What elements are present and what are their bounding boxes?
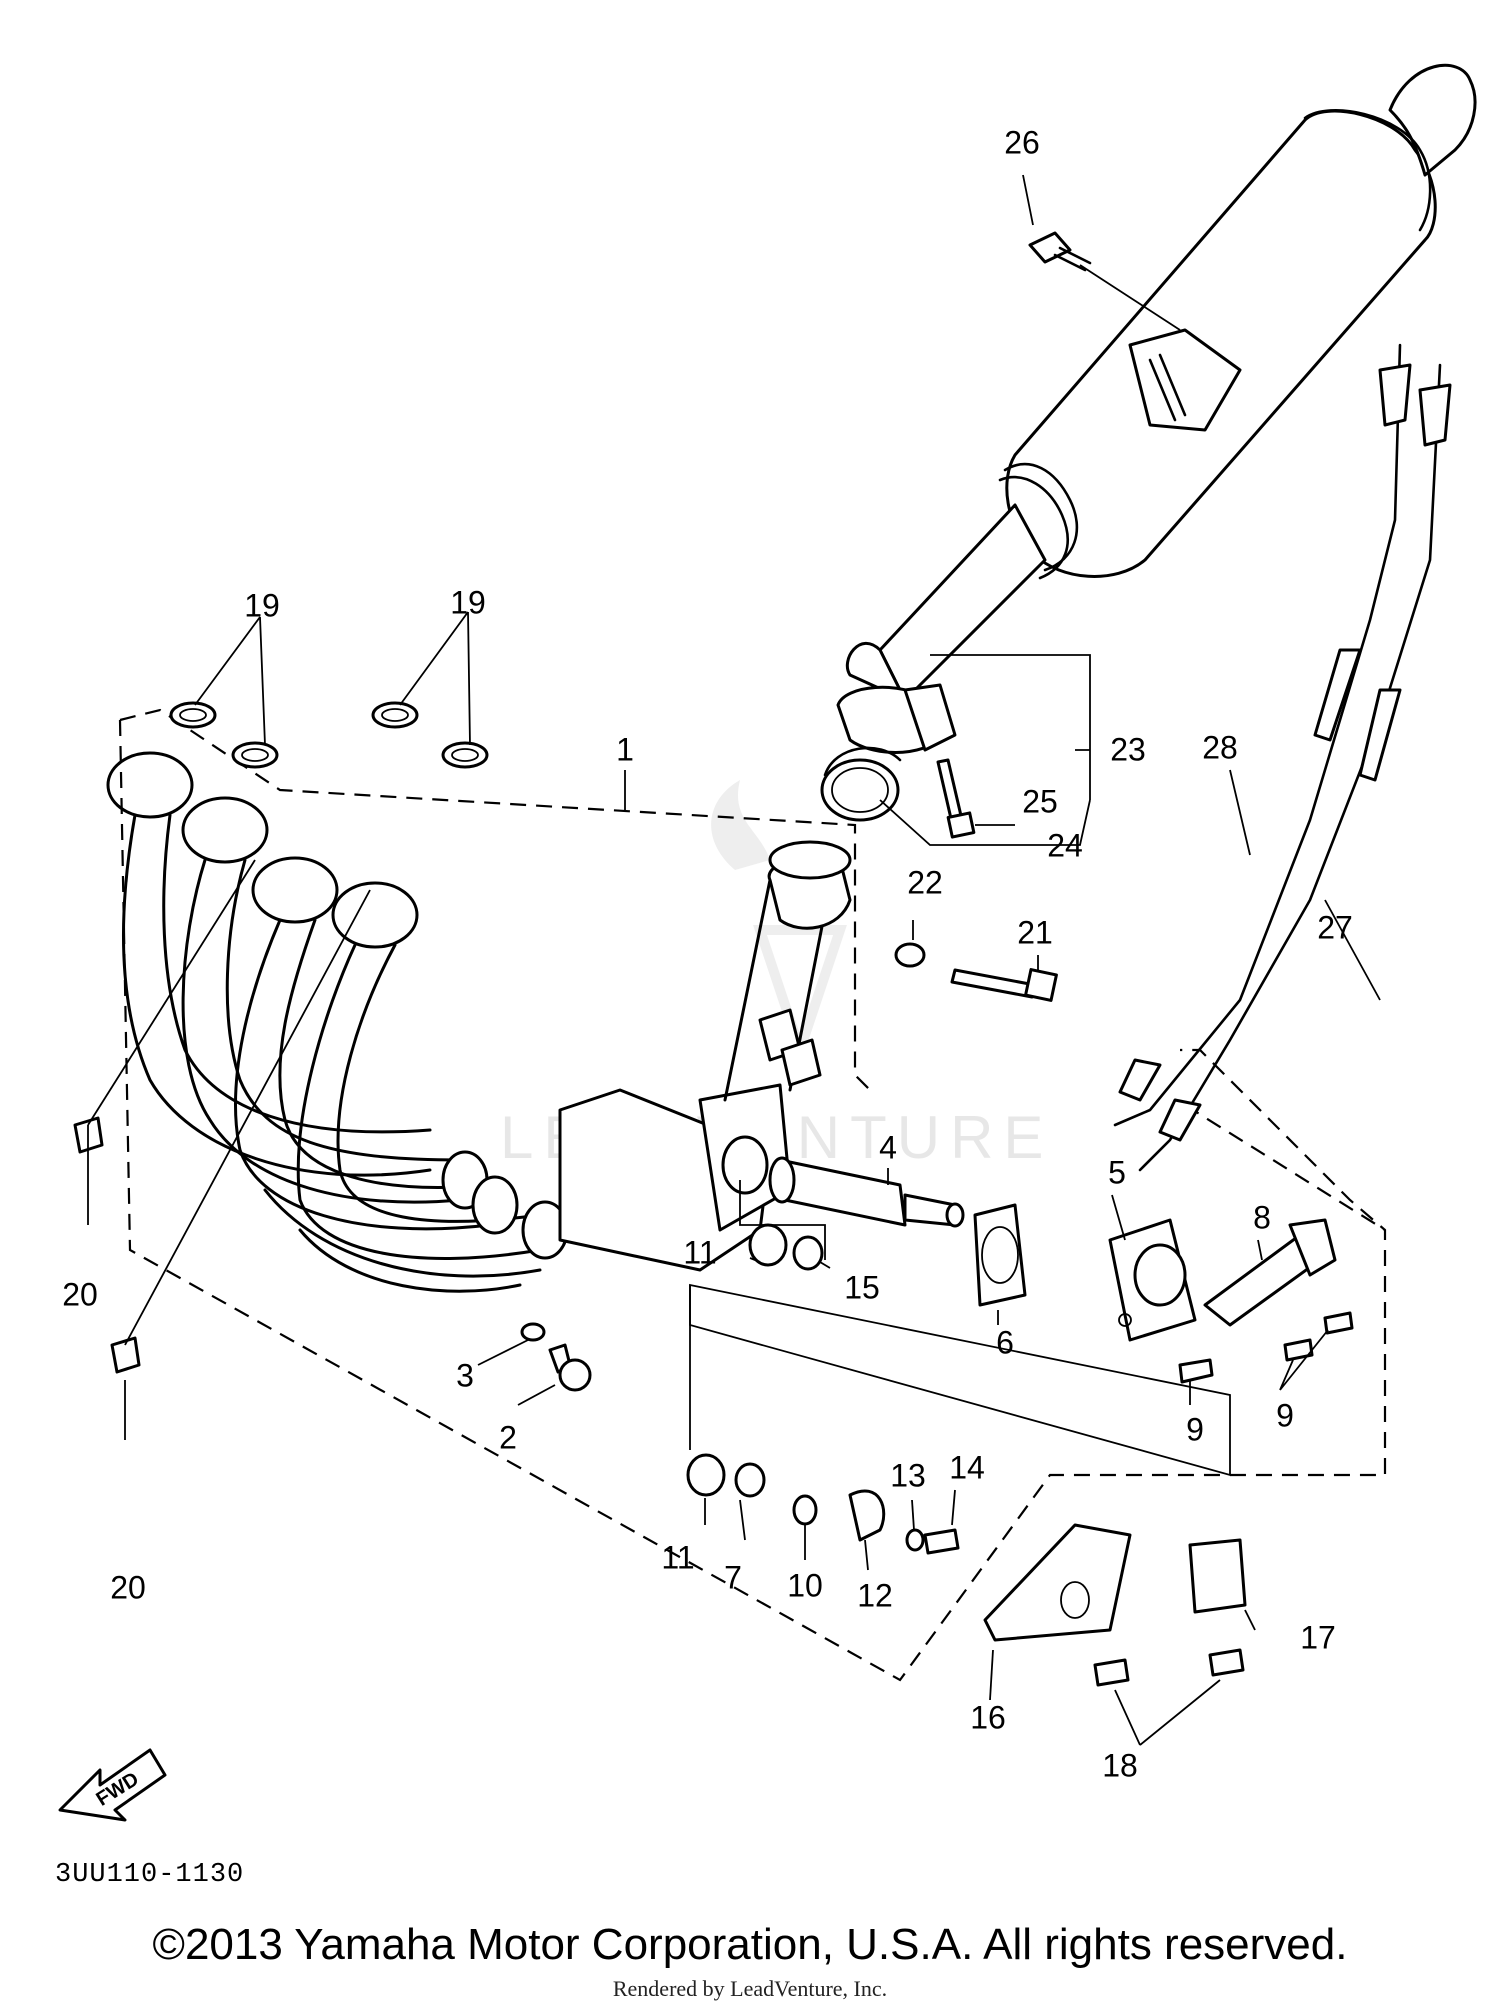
callout-13: 13 bbox=[890, 1457, 926, 1493]
callout-19b: 19 bbox=[450, 584, 486, 620]
callout-11a: 11 bbox=[683, 1234, 716, 1270]
exhaust-clamp[interactable] bbox=[820, 683, 957, 822]
fwd-arrow-icon: FWD bbox=[58, 1748, 167, 1822]
clamp-bolt[interactable] bbox=[936, 758, 976, 839]
callout-25: 25 bbox=[1022, 783, 1058, 819]
copyright-notice: ©2013 Yamaha Motor Corporation, U.S.A. A… bbox=[152, 1920, 1348, 1969]
collector-bolt[interactable] bbox=[548, 1343, 592, 1392]
callout-9a: 9 bbox=[1186, 1411, 1204, 1447]
valve-lever[interactable] bbox=[848, 1489, 886, 1542]
callout-14: 14 bbox=[949, 1449, 985, 1485]
callout-8: 8 bbox=[1253, 1199, 1271, 1235]
callout-11b: 11 bbox=[661, 1539, 694, 1575]
callout-2: 2 bbox=[499, 1419, 517, 1455]
leader-lines bbox=[87, 174, 1381, 1746]
valve-gasket[interactable] bbox=[973, 1203, 1027, 1307]
valve-cover[interactable] bbox=[983, 1523, 1132, 1642]
callout-19a: 19 bbox=[244, 587, 280, 623]
callout-15: 15 bbox=[844, 1269, 880, 1305]
valve-housing[interactable] bbox=[1108, 1218, 1197, 1342]
cover-screw[interactable] bbox=[1093, 1648, 1245, 1687]
callout-labels: 1 2 3 4 5 6 7 8 9 9 10 11 11 12 13 14 15… bbox=[62, 124, 1353, 1783]
callout-21: 21 bbox=[1017, 914, 1053, 950]
muffler-bolt[interactable] bbox=[1028, 231, 1092, 272]
valve-pulley[interactable] bbox=[1203, 1218, 1337, 1327]
callout-9b: 9 bbox=[1276, 1397, 1294, 1433]
callout-5: 5 bbox=[1108, 1154, 1126, 1190]
callout-23: 23 bbox=[1110, 731, 1146, 767]
callout-10: 10 bbox=[787, 1567, 823, 1603]
exhaust-valve-shaft[interactable] bbox=[768, 1156, 965, 1228]
header-bolt[interactable] bbox=[950, 968, 1058, 1002]
collector-washer[interactable] bbox=[520, 1322, 546, 1342]
callout-20a: 20 bbox=[62, 1276, 98, 1312]
gasket[interactable] bbox=[169, 701, 489, 769]
exhaust-header-pipes[interactable] bbox=[106, 751, 852, 1293]
callout-12: 12 bbox=[857, 1577, 893, 1613]
callout-27: 27 bbox=[1317, 909, 1353, 945]
plate-washer[interactable] bbox=[792, 1494, 818, 1526]
callout-17: 17 bbox=[1300, 1619, 1336, 1655]
callout-6: 6 bbox=[996, 1324, 1014, 1360]
valve-cable[interactable] bbox=[1113, 343, 1452, 1172]
diagram-code: 3UU110-1130 bbox=[55, 1860, 245, 1890]
callout-16: 16 bbox=[970, 1699, 1006, 1735]
callout-4: 4 bbox=[879, 1129, 897, 1165]
lever-bolt[interactable] bbox=[923, 1528, 960, 1555]
bushing[interactable] bbox=[686, 1223, 824, 1498]
cable-holder[interactable] bbox=[1188, 1538, 1247, 1614]
callout-3: 3 bbox=[456, 1357, 474, 1393]
callout-18: 18 bbox=[1102, 1747, 1138, 1783]
callout-7: 7 bbox=[724, 1559, 742, 1595]
callout-20b: 20 bbox=[110, 1569, 146, 1605]
lever-washer[interactable] bbox=[905, 1528, 925, 1552]
muffler[interactable] bbox=[845, 63, 1477, 702]
housing-screw[interactable] bbox=[1178, 1311, 1354, 1384]
callout-24: 24 bbox=[1047, 827, 1083, 863]
assembly-outline bbox=[118, 708, 1387, 1682]
header-washer[interactable] bbox=[894, 942, 926, 968]
rendered-by-credit: Rendered by LeadVenture, Inc. bbox=[612, 1976, 888, 2001]
callout-22: 22 bbox=[907, 864, 943, 900]
callout-28: 28 bbox=[1202, 729, 1238, 765]
callout-1: 1 bbox=[616, 731, 634, 767]
callout-26: 26 bbox=[1004, 124, 1040, 160]
